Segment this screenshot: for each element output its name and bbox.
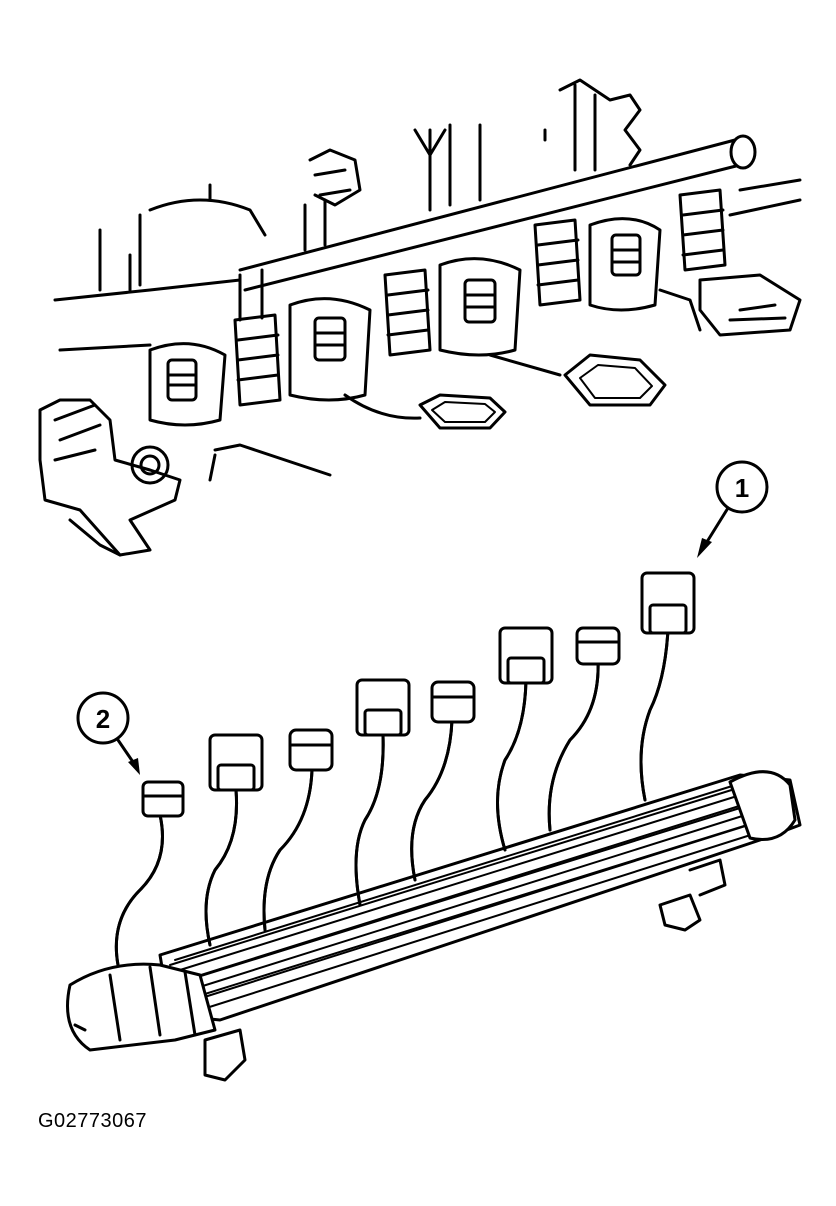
callout-1: 1	[697, 460, 769, 558]
figure-id-label: G02773067	[38, 1110, 148, 1132]
connector	[208, 733, 264, 792]
engine-illustration	[38, 78, 802, 557]
connector	[430, 680, 476, 724]
callout-2-arrowhead	[128, 758, 140, 775]
injector-wiring-harness	[66, 571, 802, 1082]
connector	[355, 678, 411, 737]
connector-2	[141, 780, 185, 818]
branch-wires	[114, 628, 670, 967]
callout-2-label: 2	[96, 704, 110, 734]
connector	[498, 626, 554, 685]
connector-1	[640, 571, 696, 635]
engine-injector-bank	[148, 188, 727, 427]
connector	[288, 728, 334, 772]
callout-1-label: 1	[735, 473, 749, 503]
callout-1-arrowhead	[697, 538, 712, 558]
callout-2: 2	[76, 691, 140, 775]
connector	[575, 626, 621, 666]
harness-connectors	[141, 571, 696, 818]
